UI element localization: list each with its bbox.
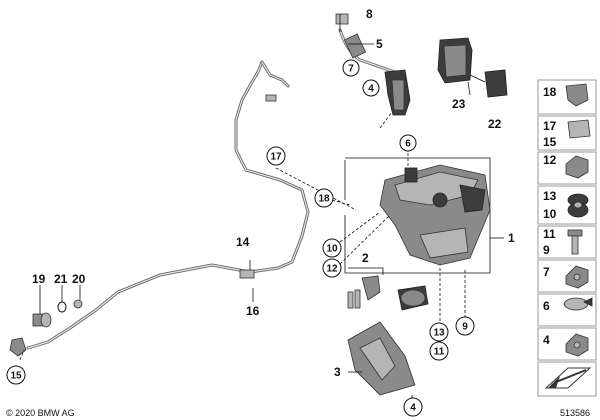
tank-assembly bbox=[344, 157, 491, 274]
ring-9: 9 bbox=[462, 322, 468, 333]
callout-20: 20 bbox=[72, 272, 86, 286]
bushing-13-icon bbox=[573, 201, 583, 209]
legend-label-13: 13 bbox=[543, 189, 557, 203]
ring-6: 6 bbox=[405, 139, 411, 150]
callout-21: 21 bbox=[54, 272, 68, 286]
callout-19: 19 bbox=[32, 272, 46, 286]
clip-17-icon bbox=[567, 119, 591, 139]
ring-4-lower: 4 bbox=[410, 403, 416, 414]
callout-14: 14 bbox=[236, 235, 250, 249]
bolt-11-icon bbox=[567, 229, 583, 237]
callout-3: 3 bbox=[334, 365, 341, 379]
back-arrow-icon[interactable] bbox=[544, 367, 592, 389]
ring-11: 11 bbox=[434, 347, 445, 358]
hose-clamp-6-icon bbox=[563, 297, 589, 311]
ring-18: 18 bbox=[318, 194, 330, 205]
long-pipe bbox=[9, 60, 310, 357]
ring-15: 15 bbox=[10, 371, 22, 382]
legend-label-12: 12 bbox=[543, 153, 557, 167]
nut-12-icon bbox=[565, 155, 589, 179]
legend-panel: 18 17 15 12 13 10 11 9 7 6 4 bbox=[537, 79, 597, 397]
callout-5: 5 bbox=[376, 37, 383, 51]
pump-2 bbox=[347, 267, 429, 311]
callout-2: 2 bbox=[362, 251, 369, 265]
callout-22: 22 bbox=[488, 117, 502, 131]
legend-label-4: 4 bbox=[543, 333, 550, 347]
legend-label-7: 7 bbox=[543, 265, 550, 279]
callout-1: 1 bbox=[508, 231, 515, 245]
callout-8: 8 bbox=[366, 7, 373, 21]
callout-16: 16 bbox=[246, 304, 260, 318]
ring-13: 13 bbox=[433, 328, 445, 339]
callout-23: 23 bbox=[452, 97, 466, 111]
circled-callouts: 7 4 6 17 18 10 12 13 11 9 15 4 bbox=[6, 59, 475, 417]
bracket-23 bbox=[437, 37, 473, 84]
legend-label-6: 6 bbox=[543, 299, 550, 313]
legend-label-18: 18 bbox=[543, 85, 557, 99]
legend-label-17: 17 bbox=[543, 119, 557, 133]
ring-17: 17 bbox=[270, 152, 282, 163]
callout-labels: 8 5 1 2 3 14 16 19 21 20 23 22 bbox=[32, 7, 515, 379]
legend-label-11: 11 bbox=[543, 227, 556, 241]
leader-lines bbox=[19, 14, 504, 402]
ring-10: 10 bbox=[326, 244, 338, 255]
legend-label-10: 10 bbox=[543, 207, 557, 221]
legend-label-15: 15 bbox=[543, 135, 557, 149]
ring-4-upper: 4 bbox=[368, 84, 374, 95]
legend-label-9: 9 bbox=[543, 243, 550, 257]
heat-shield-3 bbox=[347, 321, 416, 396]
clip-18-icon bbox=[565, 83, 589, 107]
ring-7: 7 bbox=[348, 64, 354, 75]
sensor-22 bbox=[469, 69, 508, 98]
ring-12: 12 bbox=[326, 264, 338, 275]
copyright: © 2020 BMW AG bbox=[6, 408, 75, 418]
diagram-id: 513586 bbox=[560, 408, 590, 418]
connector-group bbox=[32, 285, 83, 328]
filler-pipe-assembly bbox=[335, 13, 411, 116]
